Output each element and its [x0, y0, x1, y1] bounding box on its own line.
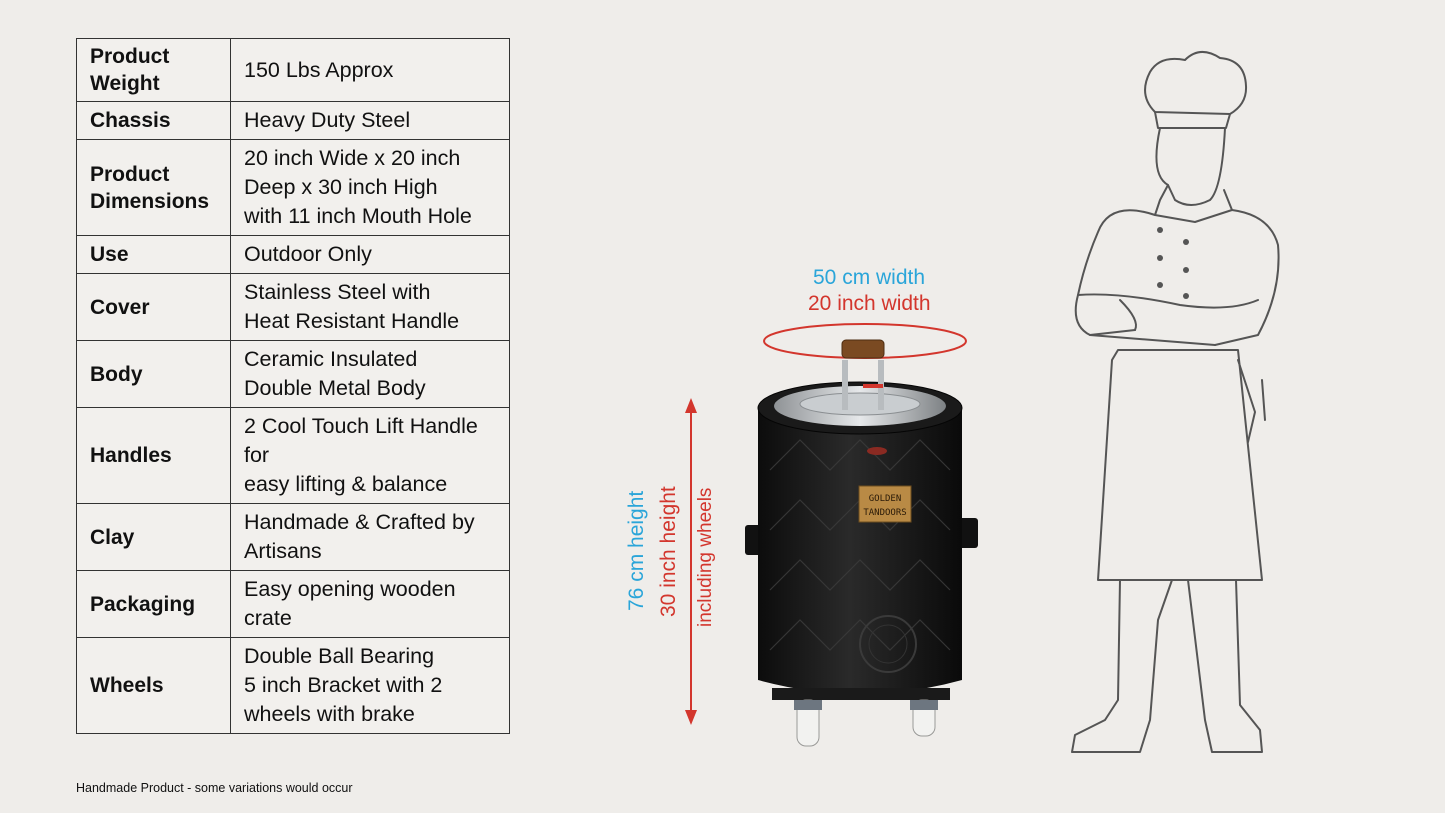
spec-value: 150 Lbs Approx [230, 38, 510, 102]
spec-value: Ceramic Insulated Double Metal Body [230, 340, 510, 408]
spec-value: Heavy Duty Steel [230, 101, 510, 140]
spec-value: 20 inch Wide x 20 inch Deep x 30 inch Hi… [230, 139, 510, 236]
spec-label: Product Dimensions [76, 139, 231, 236]
spec-label: Wheels [76, 637, 231, 734]
badge-line1: GOLDEN [869, 494, 902, 504]
width-cm-label: 50 cm width [813, 266, 926, 289]
spec-value: Outdoor Only [230, 235, 510, 274]
spec-value: Handmade & Crafted by Artisans [230, 503, 510, 571]
badge-line2: TANDOORS [863, 508, 906, 518]
width-inch-label: 20 inch width [808, 292, 931, 315]
spec-value: Easy opening wooden crate [230, 570, 510, 638]
spec-label: Cover [76, 273, 231, 341]
height-arrow [685, 398, 697, 725]
spec-value: Double Ball Bearing 5 inch Bracket with … [230, 637, 510, 734]
tandoor-product-image: GOLDEN TANDOORS [745, 339, 978, 747]
chef-scale-figure [1071, 51, 1280, 753]
spec-label: Packaging [76, 570, 231, 638]
spec-label: Product Weight [76, 38, 231, 102]
spec-value: Stainless Steel with Heat Resistant Hand… [230, 273, 510, 341]
footnote: Handmade Product - some variations would… [76, 781, 353, 795]
spec-value: 2 Cool Touch Lift Handle for easy liftin… [230, 407, 510, 504]
